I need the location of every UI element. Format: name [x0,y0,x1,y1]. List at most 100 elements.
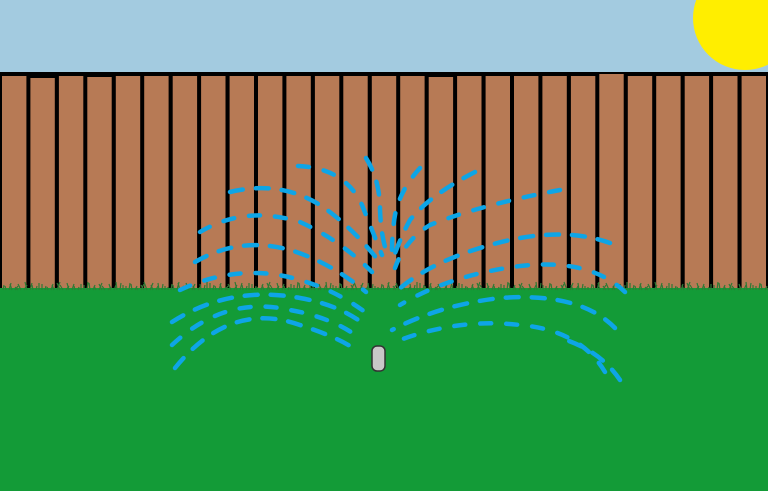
grass-blade [344,285,349,291]
grass-blade [506,281,511,291]
grass-blade [716,281,721,291]
grass-blade [38,283,43,290]
grass-blade [66,282,75,291]
grass-blade [386,281,391,291]
water-stream [197,213,375,275]
water-stream [397,321,608,375]
fence-plank [741,76,766,290]
grass-blade [590,283,595,291]
grass-blade [98,282,103,291]
grass-blade [14,285,19,291]
sprinkler-head [371,345,386,372]
grass-blade [50,283,55,291]
fence-plank [542,76,567,290]
grass-blade [108,283,117,291]
grass-blade [24,281,33,291]
water-stream [557,335,623,383]
grass-blade [192,285,201,291]
grass-blade [428,282,433,291]
grass-blade [302,284,307,291]
grass-blade [260,283,265,291]
grass-blade [703,285,710,291]
grass-blade [752,285,757,290]
water-stream [172,316,359,371]
lawn [0,288,768,491]
fence-plank [514,76,539,290]
grass-blade [86,281,91,291]
water-stream [395,232,613,293]
grass-blade [266,281,271,291]
grass-blade [392,284,397,291]
grass-blade [434,285,439,291]
grass-blade [493,285,500,291]
grass-blade [710,284,715,290]
grass-blade [548,282,553,291]
grass-blade [644,285,649,291]
fence-plank [314,76,340,290]
water-stream [192,242,369,295]
grass-blade [674,285,679,291]
fence-plank [2,76,27,290]
wooden-fence [0,72,768,290]
fence-plank [570,76,596,290]
grass-blade [170,283,175,291]
grass-blade [686,281,691,291]
fence-plank [599,74,624,290]
grass-blade [318,283,327,291]
grass-blade [283,285,290,291]
grass-blade [218,282,223,291]
grass-blade [409,283,416,291]
grass-blade [2,284,7,291]
grass-blade [602,284,607,291]
grass-blade [122,285,127,290]
grass-blade [234,281,243,291]
grass-blade [199,283,206,291]
water-stream [169,292,368,328]
grass-blade [164,286,169,290]
grass-blade [464,285,469,291]
grass-blade [140,283,145,291]
grass-blade [290,284,295,290]
water-spray [169,155,628,383]
grass-blade [80,284,85,290]
grass-blade [518,282,523,291]
water-stream [363,155,389,253]
fence-plank [30,78,55,290]
grass-blade [157,282,164,291]
water-stream [177,270,368,315]
grass-blade [500,284,505,290]
grass-blade [632,284,637,291]
grass-blade [626,282,631,290]
fence-plank [229,76,254,290]
grass-blade [325,281,332,291]
grass-blade [758,282,763,291]
grass-blade [560,283,565,291]
grass-blade [512,284,517,291]
fence-plank [627,76,653,290]
grass-blade [738,283,747,291]
grass-blade [276,282,285,291]
fence-plank [656,76,681,290]
grass-blade [206,282,211,290]
fence-plank [258,76,283,290]
grass-blade [535,281,542,291]
grass-blade [416,282,421,290]
fence-plank [428,77,454,290]
grass-blade [451,284,458,291]
fence-plank [144,76,169,290]
grass-blade [128,282,133,291]
grass-blade [296,281,301,291]
water-stream [295,163,385,258]
sun [693,0,768,70]
grass-blade [332,285,337,290]
fence-plank [115,76,141,290]
water-stream [169,304,365,348]
grass-blade [577,282,584,291]
water-stream [389,165,423,255]
fence-plank [87,77,112,290]
grass-blade [722,284,727,291]
grass-blade [570,284,579,291]
grass-blade [486,282,495,291]
fence-plank [172,76,198,290]
